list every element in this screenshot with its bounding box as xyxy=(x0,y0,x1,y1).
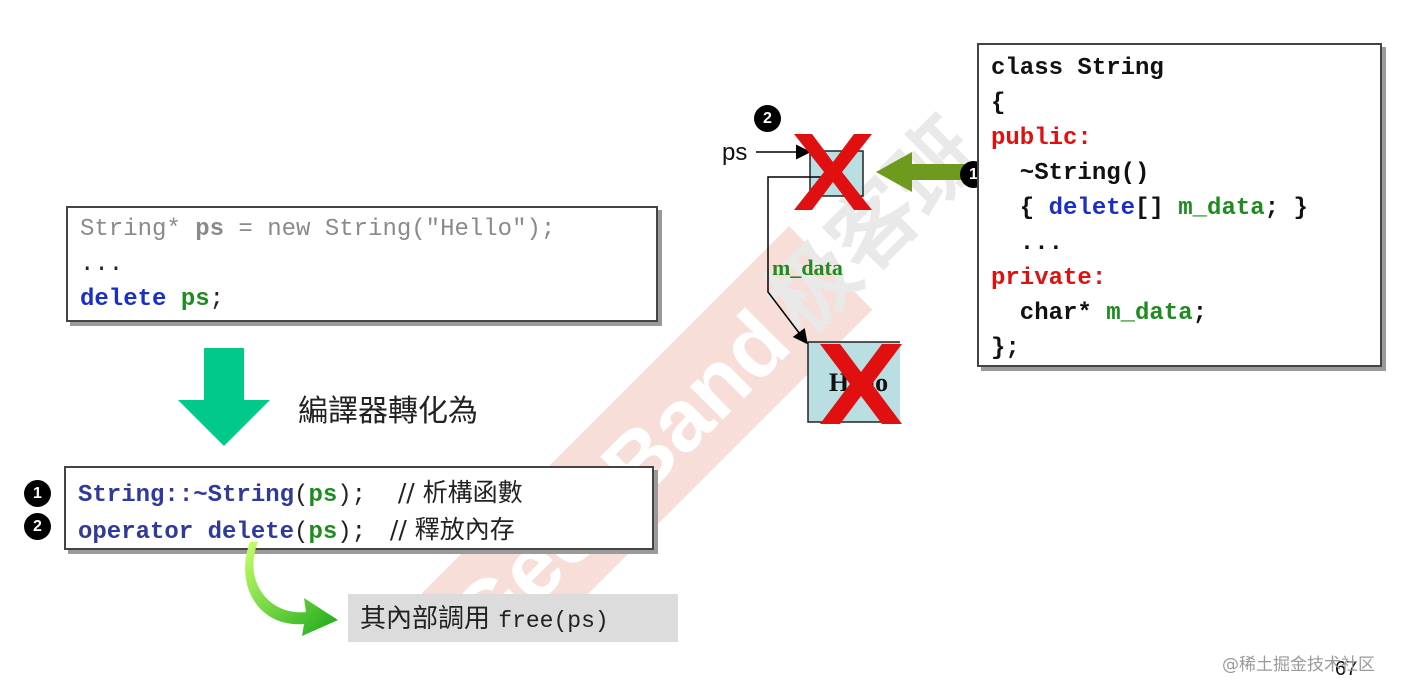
code-line-ellipsis: ... xyxy=(80,251,124,278)
left-arrow-icon xyxy=(876,152,1016,192)
diagram-badge-2: 2 xyxy=(754,105,781,132)
public-label: public: xyxy=(991,125,1092,152)
comment-free-memory: // 釋放內存 xyxy=(366,515,515,544)
private-label: private: xyxy=(991,265,1107,292)
class-ellipsis-line: ... xyxy=(991,230,1064,257)
code-line-delete: delete ps; xyxy=(80,286,225,313)
destructor-body-line: { delete[] m_data; } xyxy=(991,195,1308,222)
destructor-call-line: String::~String(ps); // 析構函數 xyxy=(78,478,523,509)
site-watermark: @稀土掘金技术社区 xyxy=(1222,655,1375,675)
ps-var: ps xyxy=(195,216,225,243)
destructor-decl-line: ~String() xyxy=(991,160,1150,187)
code-line-new: String* ps = new String("Hello"); xyxy=(80,216,556,243)
curved-arrow-icon xyxy=(245,542,338,636)
compiled-code-box: String::~String(ps); // 析構函數 operator de… xyxy=(64,466,654,550)
comment-destructor: // 析構函數 xyxy=(366,478,523,507)
class-code-box: class String { public: ~String() { delet… xyxy=(977,43,1382,367)
close-brace-line: }; xyxy=(991,335,1020,362)
step-badge-2: 2 xyxy=(24,513,51,540)
open-brace-line: { xyxy=(991,90,1006,117)
step-badge-1: 1 xyxy=(24,480,51,507)
m-data-label: m_data xyxy=(772,255,843,280)
red-x-icon xyxy=(820,344,902,424)
member-decl-line: char* m_data; xyxy=(991,300,1208,327)
red-x-icon xyxy=(794,134,872,210)
source-code-box: String* ps = new String("Hello"); ... de… xyxy=(66,206,658,322)
down-arrow-icon xyxy=(178,348,270,446)
page-number: 67 xyxy=(1335,658,1358,680)
operator-delete-line: operator delete(ps); // 釋放內存 xyxy=(78,515,515,546)
convert-label: 編譯器轉化為 xyxy=(298,394,478,429)
class-decl-line: class String xyxy=(991,55,1164,82)
free-note: 其內部調用 free(ps) xyxy=(348,594,678,642)
ps-label: ps xyxy=(722,139,748,166)
